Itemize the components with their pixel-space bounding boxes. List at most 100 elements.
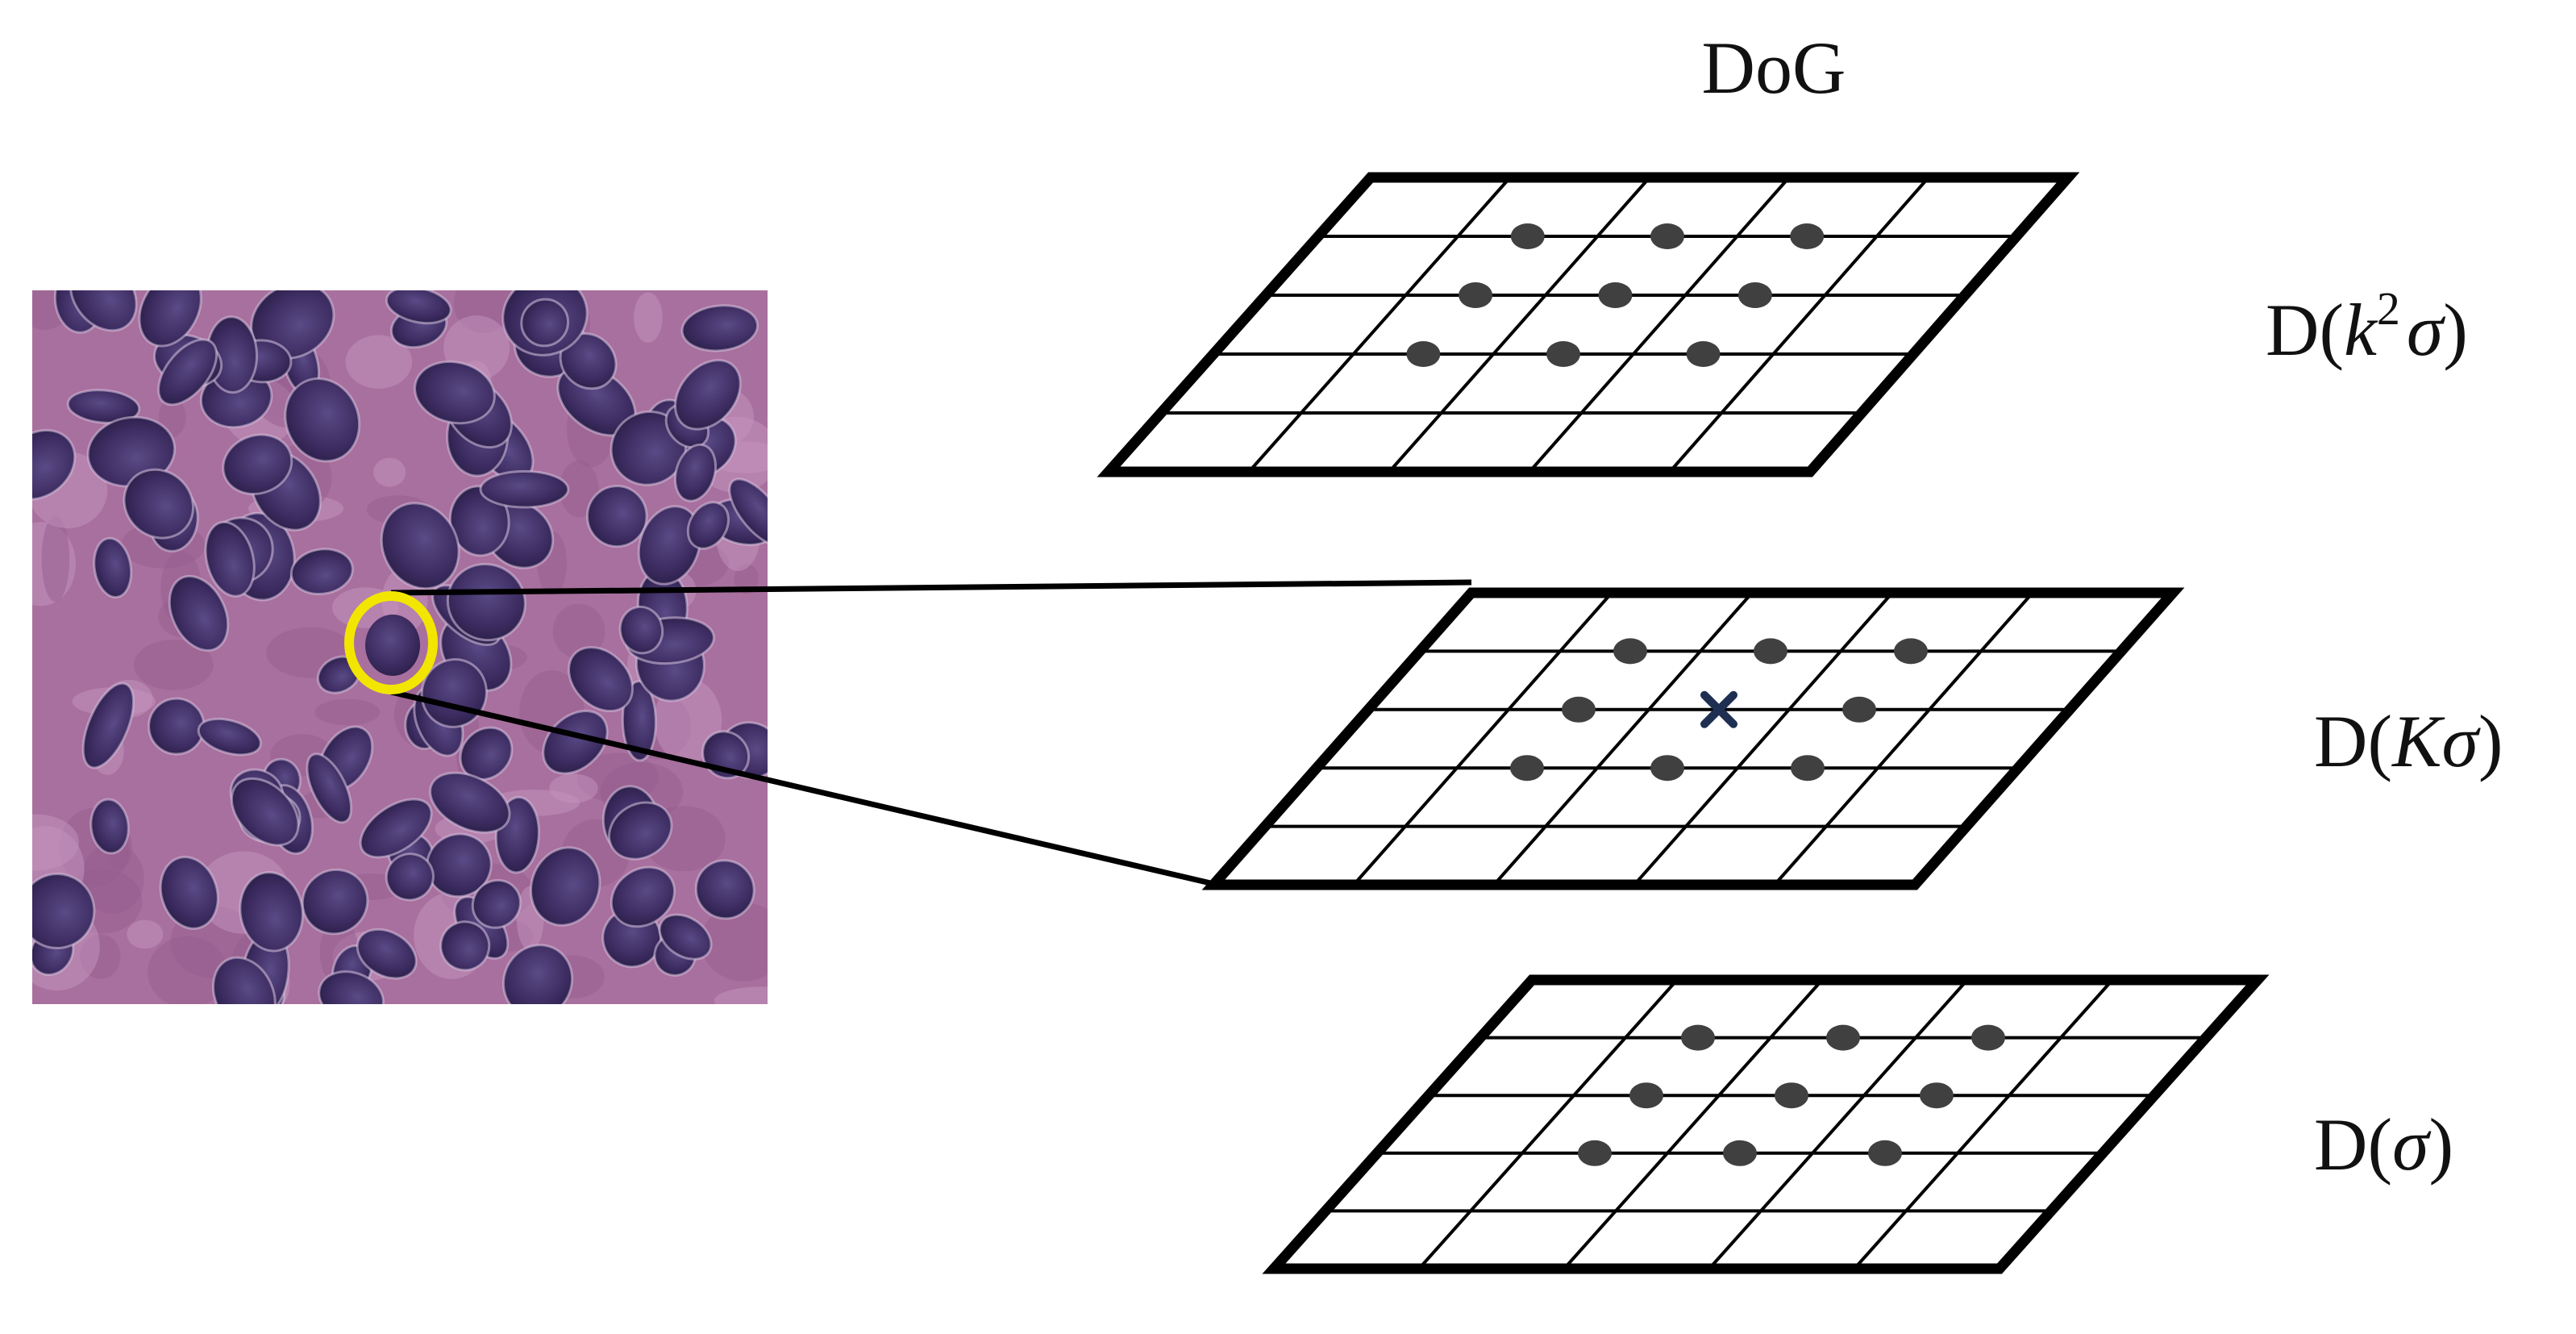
tissue-texture: [714, 986, 768, 1004]
cell-nucleus: [686, 501, 730, 550]
grid-col-line: [1563, 978, 1824, 1270]
tissue-texture: [701, 903, 768, 982]
sample-point: [1842, 696, 1876, 723]
tissue-texture: [148, 936, 228, 1004]
sample-point: [1971, 1024, 2005, 1051]
cell-nucleus: [637, 505, 702, 586]
sample-point: [1510, 755, 1544, 782]
x-mark-icon: [1700, 690, 1737, 728]
label-middle: D(Kσ): [2314, 700, 2503, 782]
sample-point: [1562, 696, 1596, 723]
sample-point: [1775, 1082, 1808, 1109]
cell-nucleus: [414, 360, 496, 425]
cell-nucleus: [204, 520, 256, 598]
tissue-texture: [81, 843, 144, 915]
sample-point: [1510, 223, 1545, 249]
cell-nucleus: [32, 873, 96, 950]
cell-nucleus: [159, 856, 219, 930]
diagram-title: DoG: [1702, 27, 1846, 109]
tissue-texture: [127, 919, 164, 949]
grid-col-line: [1417, 978, 1679, 1270]
grid-col-line: [1528, 176, 1791, 473]
cell-nucleus: [439, 920, 491, 972]
cell-nucleus: [356, 928, 418, 980]
cell-nucleus: [429, 771, 511, 834]
sample-point: [1894, 638, 1928, 665]
cell-nucleus: [621, 680, 657, 762]
tissue-texture: [345, 335, 413, 389]
cell-nucleus: [168, 574, 230, 652]
cell-nucleus: [520, 298, 569, 348]
cell-nucleus: [230, 777, 300, 847]
tissue-texture: [734, 564, 759, 594]
grid-col-line: [1247, 176, 1512, 473]
cell-nucleus: [157, 338, 218, 406]
tissue-image: [32, 290, 768, 1004]
dog-layer-bottom: [1262, 974, 2270, 1274]
sample-point: [1723, 1140, 1757, 1166]
cell-nucleus: [212, 956, 277, 1004]
grid-col-line: [1668, 176, 1930, 473]
tissue-texture: [41, 515, 70, 602]
cell-nucleus: [618, 605, 664, 655]
cell-nucleus: [32, 428, 77, 501]
cell-nucleus: [66, 389, 141, 424]
cell-nucleus: [674, 443, 717, 502]
sample-point: [1681, 1024, 1715, 1051]
cell-nucleus: [69, 290, 138, 332]
sample-point: [1791, 755, 1825, 782]
sample-point: [1613, 638, 1647, 665]
sample-point: [1826, 1024, 1860, 1051]
cell-nucleus: [585, 485, 648, 548]
tissue-texture: [634, 292, 663, 343]
cell-nucleus: [197, 717, 262, 757]
cell-nucleus: [359, 798, 433, 859]
sample-point: [1629, 1082, 1663, 1109]
cell-nucleus: [446, 562, 526, 642]
tissue-texture: [373, 457, 406, 487]
cell-nucleus: [222, 433, 293, 495]
cell-nucleus: [568, 646, 634, 713]
cell-nucleus: [542, 709, 609, 775]
grid-border: [1262, 974, 2270, 1274]
sample-point: [1868, 1140, 1902, 1166]
cell-nucleus: [658, 913, 713, 961]
label-bottom: D(σ): [2314, 1103, 2453, 1186]
sample-point: [1406, 341, 1441, 367]
sample-point: [1578, 1140, 1612, 1166]
cell-nucleus: [728, 477, 768, 547]
sample-point: [1546, 341, 1580, 367]
sample-point: [1650, 755, 1684, 782]
connector-line-bottom: [390, 689, 1218, 888]
sample-point: [1790, 223, 1825, 249]
sample-point: [1459, 282, 1493, 308]
sample-point: [1650, 223, 1684, 249]
cell-nucleus: [385, 853, 435, 902]
grid-col-line: [1773, 591, 2034, 886]
tissue-texture: [559, 461, 599, 518]
sample-point: [1686, 341, 1721, 367]
cell-nucleus: [501, 944, 574, 1004]
dog-layer-top: [1097, 172, 2080, 477]
sample-point: [1920, 1082, 1954, 1109]
sample-point: [1598, 282, 1633, 308]
cell-nucleus: [380, 502, 460, 590]
cell-nucleus: [89, 798, 130, 855]
cell-nucleus: [239, 871, 304, 953]
dog-layer-middle: [1201, 587, 2185, 890]
sample-point: [1737, 282, 1772, 308]
highlight-circle: [344, 591, 438, 694]
cell-nucleus: [680, 304, 759, 352]
grid-col-line: [1388, 176, 1651, 473]
tissue-texture: [133, 640, 214, 690]
cell-nucleus: [301, 868, 369, 936]
connector-line-top: [390, 579, 1472, 596]
cell-nucleus: [610, 865, 676, 928]
cell-nucleus: [318, 970, 385, 1004]
label-top: D(k2σ): [2266, 282, 2468, 371]
grid-col-line: [1492, 591, 1754, 886]
cell-nucleus: [608, 801, 673, 861]
cell-nucleus: [289, 548, 354, 595]
sample-point: [1754, 638, 1787, 665]
